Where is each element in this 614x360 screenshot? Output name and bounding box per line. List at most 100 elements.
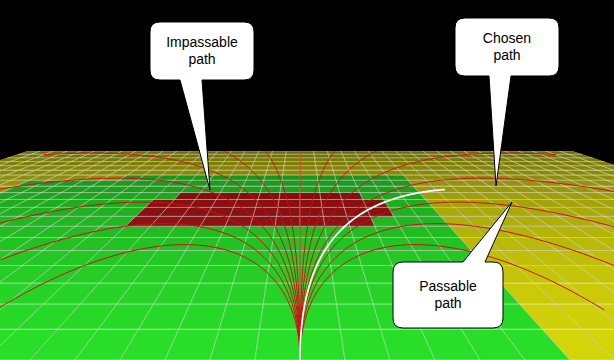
callout-text: Passable path: [407, 278, 489, 312]
terrain-cell: [333, 170, 352, 175]
terrain-cell: [262, 180, 282, 186]
terrain-cell: [350, 170, 370, 175]
terrain-cell: [300, 216, 325, 226]
terrain-cell: [255, 329, 300, 360]
terrain-cell: [300, 151, 314, 154]
terrain-cell: [282, 175, 300, 180]
terrain-cell: [228, 175, 248, 180]
terrain-cell: [239, 158, 256, 162]
terrain-cell: [300, 207, 323, 216]
candidate-arc: [0, 202, 300, 360]
terrain-cell: [258, 151, 273, 154]
terrain-cell: [300, 175, 318, 180]
candidate-paths: [0, 150, 614, 360]
terrain-cell: [251, 166, 269, 171]
terrain-cell: [221, 186, 244, 192]
terrain-cell: [314, 151, 329, 154]
terrain-cell: [300, 166, 317, 171]
terrain-cell: [277, 207, 300, 216]
terrain-cell: [210, 175, 231, 180]
terrain-cell: [342, 200, 366, 208]
terrain-cell: [268, 162, 285, 166]
terrain-cell: [320, 193, 342, 200]
terrain-cell: [335, 175, 355, 180]
candidate-arc: [0, 178, 300, 360]
terrain-cell: [588, 207, 614, 216]
terrain-cell: [568, 154, 593, 158]
candidate-arc: [300, 150, 335, 360]
terrain-cell: [317, 170, 335, 175]
callout-text: Chosen path: [469, 30, 545, 64]
terrain-cell: [208, 251, 243, 266]
terrain-cell: [559, 151, 583, 154]
terrain-cell: [272, 151, 287, 154]
terrain-cell: [318, 180, 338, 186]
terrain-cell: [593, 238, 614, 251]
terrain-cell: [329, 158, 345, 162]
callout-bubble: Chosen path: [455, 18, 559, 76]
terrain-cell: [210, 329, 260, 360]
terrain-cell: [286, 151, 300, 154]
terrain-cell: [241, 154, 257, 158]
terrain-cell: [275, 216, 300, 226]
terrain-cell: [217, 166, 236, 171]
terrain-cell: [212, 200, 238, 208]
callout-bubble: Impassable path: [150, 22, 254, 80]
terrain-cell: [300, 158, 315, 162]
callout-text: Impassable path: [164, 34, 240, 68]
candidate-arc: [300, 178, 614, 360]
terrain-cell: [214, 170, 234, 175]
terrain-cell: [283, 170, 300, 175]
candidate-arc: [300, 153, 556, 360]
terrain-cell: [610, 175, 614, 180]
terrain-cell: [231, 170, 251, 175]
terrain-cell: [300, 154, 315, 158]
terrain-cell: [271, 154, 286, 158]
callout-bubble: Passable path: [393, 262, 503, 328]
terrain-cell: [300, 193, 321, 200]
terrain-cell: [319, 186, 340, 192]
terrain-cell: [254, 158, 270, 162]
terrain-cell: [579, 158, 605, 162]
terrain-cell: [608, 266, 614, 284]
terrain-cell: [227, 283, 267, 304]
terrain-cell: [219, 304, 263, 329]
terrain-cell: [601, 283, 614, 304]
terrain-cell: [246, 175, 266, 180]
terrain-cell: [266, 170, 284, 175]
terrain-cell: [300, 329, 345, 360]
terrain-cell: [599, 226, 614, 237]
terrain-cell: [300, 162, 316, 166]
candidate-arc: [300, 202, 614, 360]
terrain-cell: [284, 166, 301, 171]
terrain-cell: [314, 154, 329, 158]
terrain-cell: [601, 166, 614, 171]
callout-shape: [393, 202, 512, 328]
terrain-cell: [233, 266, 269, 284]
terrain-cell: [279, 193, 300, 200]
terrain-cell: [327, 151, 342, 154]
terrain-cell: [341, 151, 357, 154]
terrain-cell: [221, 162, 239, 166]
terrain-cell: [200, 266, 239, 284]
terrain-cell: [284, 162, 300, 166]
terrain-cell: [331, 266, 367, 284]
terrain-cell: [597, 170, 614, 175]
terrain-cell: [598, 193, 614, 200]
callout-shape: [455, 18, 559, 186]
terrain-cell: [225, 216, 253, 226]
candidate-arc: [0, 245, 300, 360]
callout-shape: [150, 22, 254, 190]
terrain-cell: [331, 162, 348, 166]
terrain-cell: [589, 162, 614, 166]
terrain-cell: [593, 200, 614, 208]
terrain-cell: [253, 162, 270, 166]
candidate-arc: [265, 150, 300, 360]
terrain-cell: [258, 193, 280, 200]
terrain-cell: [593, 175, 614, 180]
terrain-cell: [577, 266, 614, 284]
terrain-cell: [300, 180, 319, 186]
terrain-cell: [583, 329, 614, 360]
terrain-grid: [0, 151, 614, 360]
